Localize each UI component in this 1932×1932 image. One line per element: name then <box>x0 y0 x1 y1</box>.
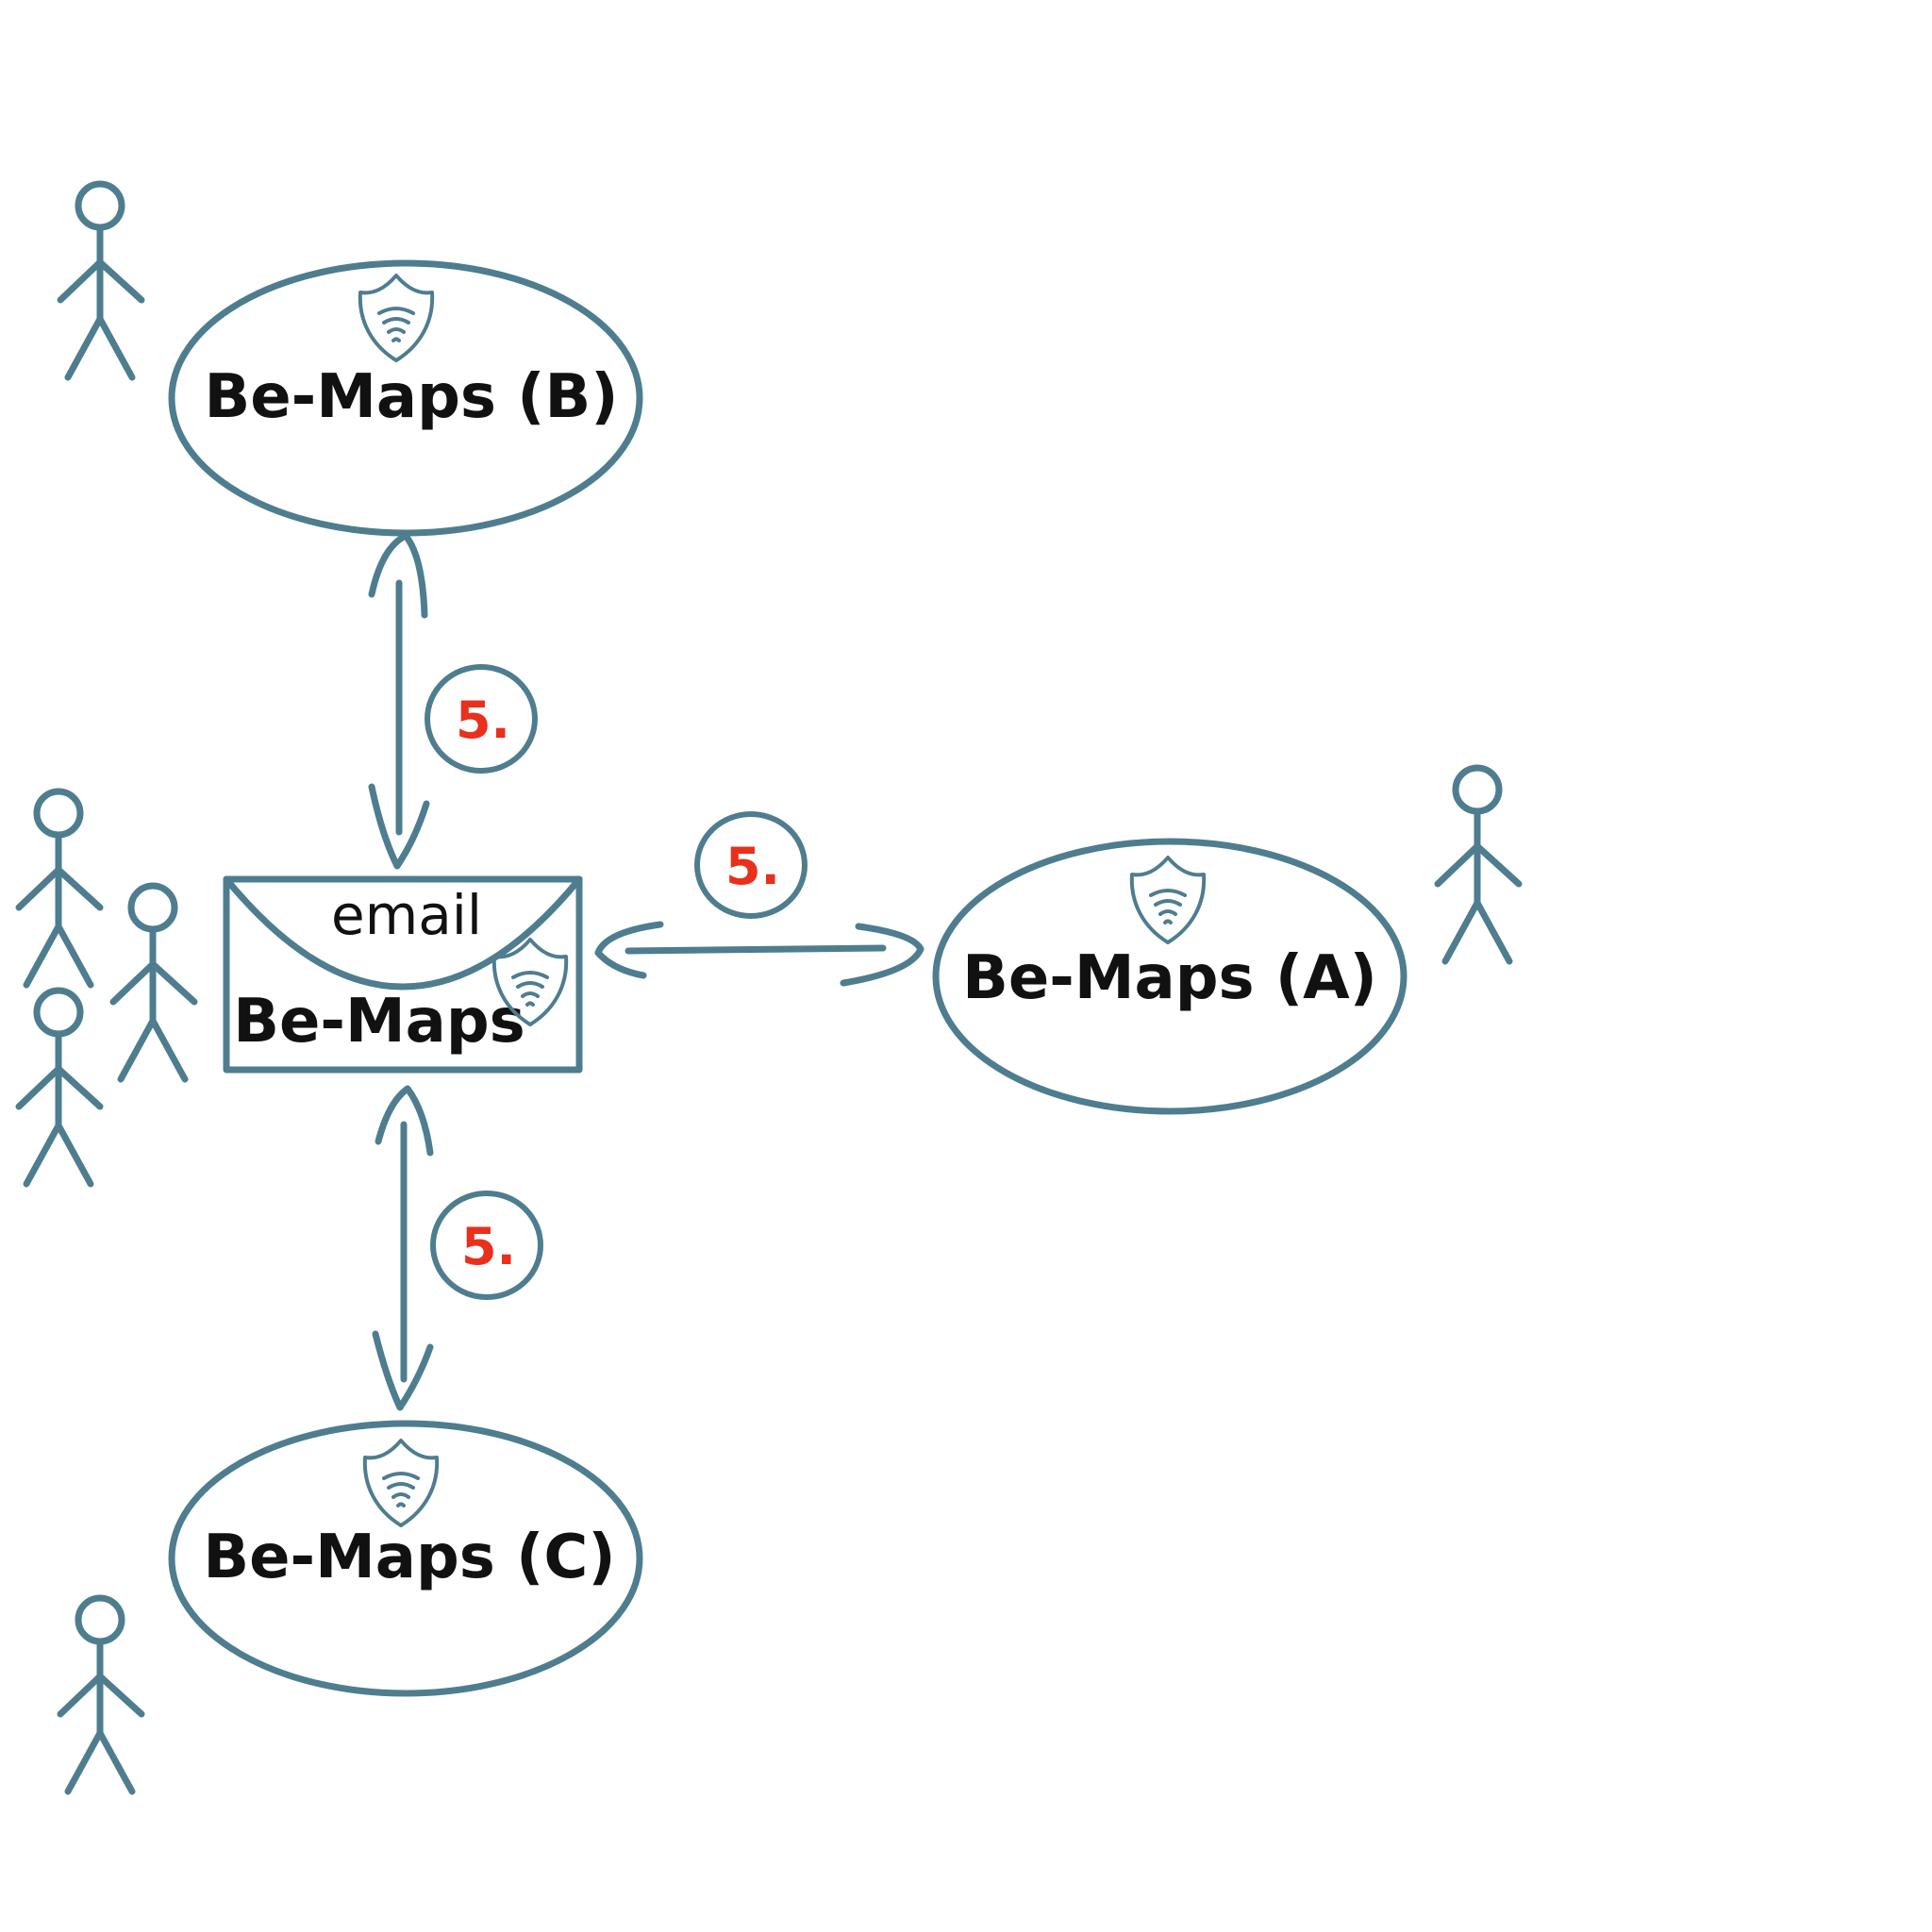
stick-figure-icon <box>19 791 100 985</box>
connector-line <box>625 944 887 955</box>
stick-figure-icon <box>113 886 194 1079</box>
email-node-label: Be-Maps <box>233 987 525 1057</box>
shield-wifi-icon <box>358 274 435 362</box>
step-badge-circle <box>694 811 808 919</box>
node-b: Be-Maps (B) <box>168 259 643 537</box>
arrowhead-up-icon <box>375 1085 434 1157</box>
step-label: 5. <box>725 837 780 896</box>
step-label: 5. <box>461 1217 516 1276</box>
node-b-label: Be-Maps (B) <box>204 362 618 432</box>
arrowhead-left-icon <box>594 921 664 979</box>
step-badge-top: 5. <box>425 664 538 774</box>
node-a-ellipse <box>932 838 1407 1115</box>
node-c-label: Be-Maps (C) <box>203 1523 615 1592</box>
stick-figure-icon <box>19 991 100 1184</box>
arrowhead-up-icon <box>368 532 428 619</box>
connector-email-c <box>372 1085 434 1411</box>
connector-email-b <box>368 532 430 870</box>
email-node-top-label: email <box>331 883 482 947</box>
step-badge-right: 5. <box>694 811 808 919</box>
step-badge-circle <box>425 664 538 774</box>
connector-email-a <box>594 921 924 987</box>
email-node: email Be-Maps <box>223 875 583 1074</box>
envelope-body <box>223 875 583 1074</box>
arrowhead-down-icon <box>372 1330 434 1411</box>
arrowhead-down-icon <box>368 783 430 870</box>
step-badge-bottom: 5. <box>430 1191 543 1300</box>
step-badge-circle <box>430 1191 543 1300</box>
stick-figure-icon <box>60 1598 142 1791</box>
shield-wifi-icon <box>362 1439 440 1527</box>
envelope-flap <box>223 875 583 991</box>
node-a: Be-Maps (A) <box>932 838 1407 1115</box>
arrowhead-right-icon <box>840 923 924 987</box>
shield-wifi-icon <box>1129 856 1207 944</box>
node-c-ellipse <box>168 1420 643 1697</box>
node-a-label: Be-Maps (A) <box>962 943 1377 1013</box>
stick-figure-icon <box>1438 768 1519 961</box>
node-c: Be-Maps (C) <box>168 1420 643 1697</box>
stick-figure-icon <box>60 184 142 377</box>
step-label: 5. <box>456 691 510 750</box>
